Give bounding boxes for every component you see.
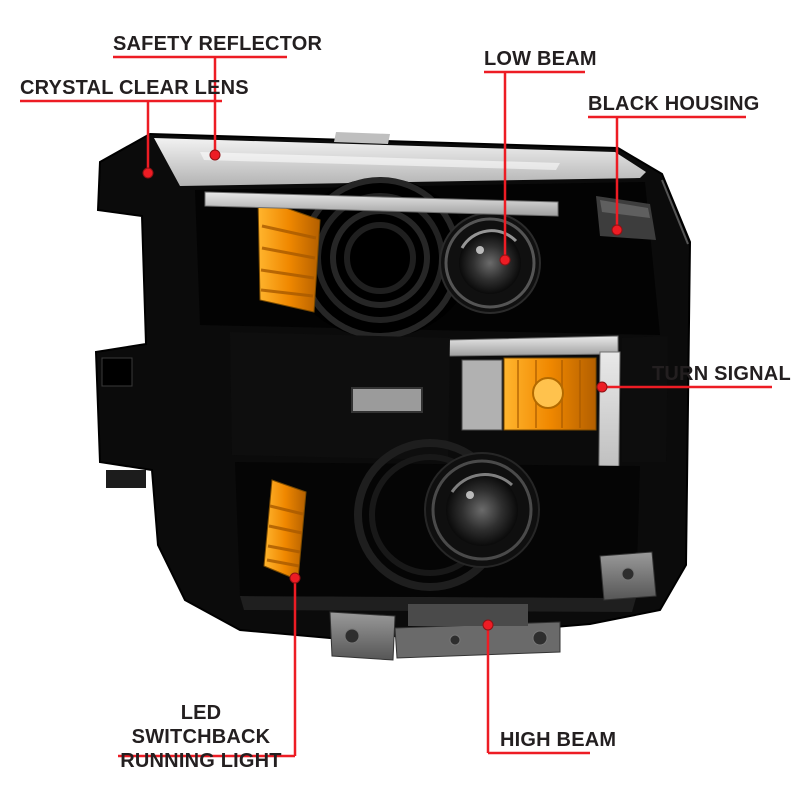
callout-dot-crystal-clear-lens xyxy=(142,167,154,179)
bolt xyxy=(532,630,548,646)
callout-dot-low-beam xyxy=(499,254,511,266)
callout-label-high-beam: HIGH BEAM xyxy=(500,729,617,751)
housing-corner-detail xyxy=(596,196,656,240)
callout-lines xyxy=(20,55,772,758)
top-tab xyxy=(334,132,390,144)
leader-line-led-switchback xyxy=(118,580,297,758)
amber-reflector-upper xyxy=(257,197,321,313)
turn-signal-lamp xyxy=(461,357,597,431)
callout-dots xyxy=(142,149,623,631)
leader-line-high-beam xyxy=(486,628,590,755)
callout-label-black-housing: BLACK HOUSING xyxy=(588,93,760,115)
mount-tab xyxy=(106,470,146,488)
bolt xyxy=(449,634,461,646)
callout-label-safety-reflector: SAFETY REFLECTOR xyxy=(113,33,323,55)
connector-label-plate xyxy=(351,387,423,413)
leader-line-black-housing xyxy=(588,115,746,225)
amber-reflector-lower xyxy=(263,479,307,581)
callout-dot-black-housing xyxy=(611,224,623,236)
callout-label-led-switchback-running-light: LED SWITCHBACK RUNNING LIGHT xyxy=(120,702,282,772)
middle-divider xyxy=(230,332,668,462)
turn-signal-bulb xyxy=(532,377,564,409)
callout-label-crystal-clear-lens: CRYSTAL CLEAR LENS xyxy=(20,77,249,99)
lower-chamber xyxy=(235,439,640,598)
leader-line-safety-reflector xyxy=(113,55,287,150)
low-beam-projector xyxy=(439,212,541,314)
mount-hole xyxy=(101,357,133,387)
callout-dot-led-switchback xyxy=(289,572,301,584)
callout-label-turn-signal: TURN SIGNAL xyxy=(652,363,791,385)
callout-dot-high-beam xyxy=(482,619,494,631)
leader-line-low-beam xyxy=(484,70,585,255)
upper-chamber xyxy=(195,177,660,339)
callout-label-low-beam: LOW BEAM xyxy=(484,48,597,70)
high-beam-projector xyxy=(424,452,540,568)
clear-lens-strip xyxy=(154,132,646,186)
bolt xyxy=(621,567,635,581)
callout-dot-safety-reflector xyxy=(209,149,221,161)
callout-dot-turn-signal xyxy=(596,381,608,393)
mounting-brackets xyxy=(329,551,657,661)
bolt xyxy=(344,628,360,644)
leader-line-crystal-clear-lens xyxy=(20,99,222,170)
